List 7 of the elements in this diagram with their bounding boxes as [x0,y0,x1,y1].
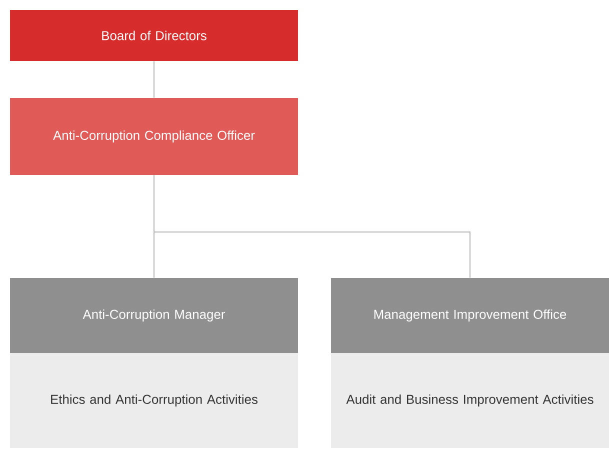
org-box-header: Anti-Corruption Manager [10,278,298,353]
org-box: Anti-Corruption Compliance Officer [10,98,298,175]
org-box-body: Audit and Business Improvement Activities [346,394,594,407]
connector-line [154,174,470,278]
org-box: Board of Directors [10,10,298,61]
org-box-body: Ethics and Anti-Corruption Activities [51,394,258,407]
org-box-header: Management Improvement Office [331,278,609,353]
